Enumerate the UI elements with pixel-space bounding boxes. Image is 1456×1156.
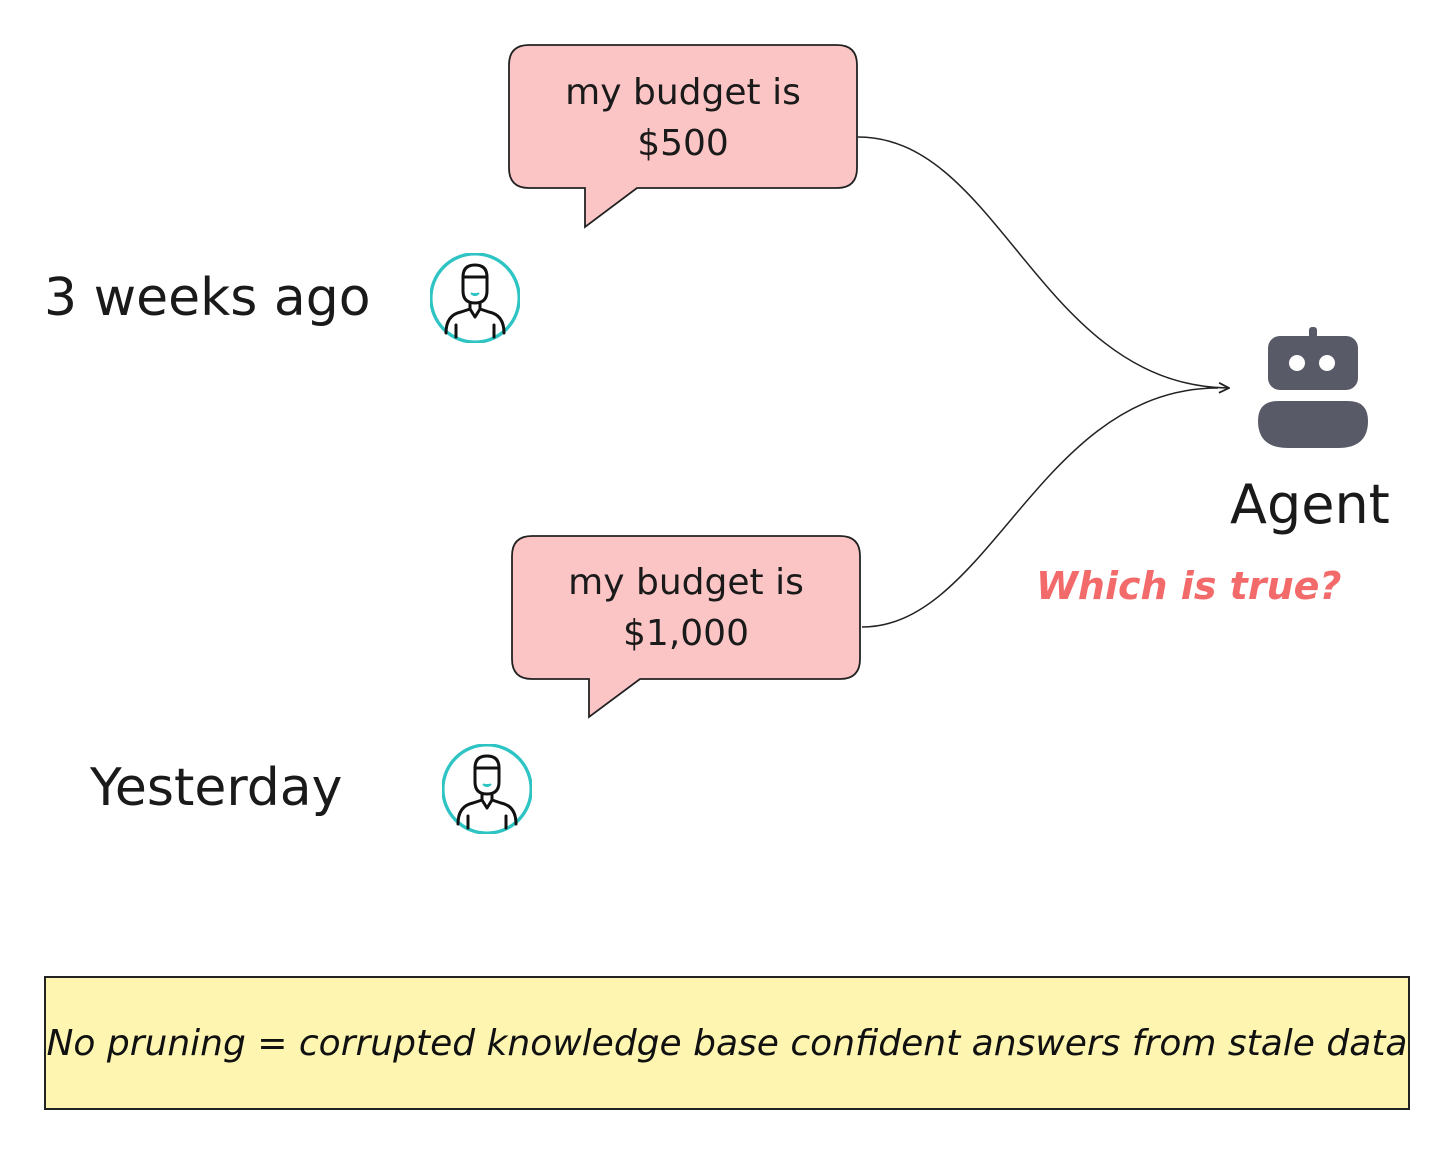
bubble-line-1: my budget is	[565, 72, 801, 113]
user-avatar-icon	[430, 253, 520, 343]
robot-icon	[1258, 327, 1368, 448]
agent-label: Agent	[1230, 473, 1390, 536]
speech-bubble-old	[508, 44, 858, 229]
bubble-line-2: $1,000	[623, 613, 749, 654]
connector-new-to-agent	[861, 387, 1219, 628]
agent-question: Which is true?	[1036, 564, 1342, 608]
speech-bubble-text-new: my budget is $1,000	[512, 557, 860, 659]
bubble-line-1: my budget is	[568, 562, 804, 603]
bubble-line-2: $500	[637, 123, 729, 164]
connector-old-to-agent	[857, 136, 1228, 388]
user-avatar-icon	[442, 744, 532, 834]
note-box: No pruning = corrupted knowledge base co…	[44, 976, 1410, 1110]
speech-bubble-new	[511, 535, 861, 719]
time-label-three-weeks-ago: 3 weeks ago	[44, 268, 371, 328]
note-text: No pruning = corrupted knowledge base co…	[46, 1022, 1408, 1064]
speech-bubble-text-old: my budget is $500	[509, 67, 857, 169]
time-label-yesterday: Yesterday	[90, 758, 343, 818]
